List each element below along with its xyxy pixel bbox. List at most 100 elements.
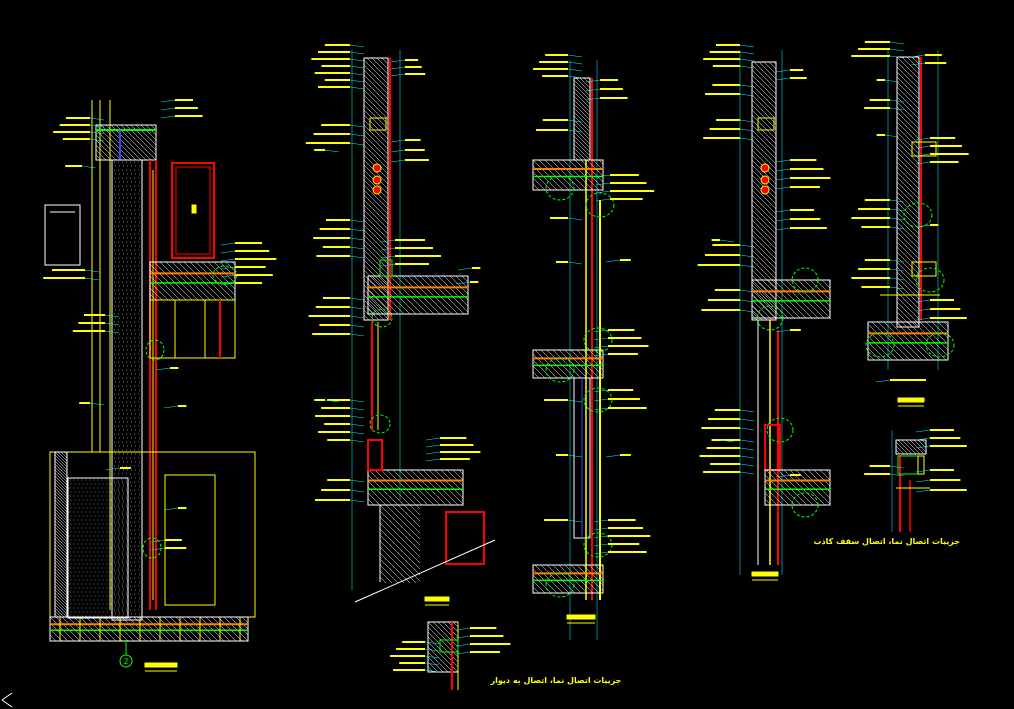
cad-dot (131, 397, 132, 399)
cad-dot (77, 527, 79, 529)
cad-dot (89, 503, 91, 505)
cad-dot (126, 241, 127, 243)
cad-line (231, 261, 236, 266)
cad-line (54, 607, 65, 618)
cad-line (532, 159, 564, 191)
cad-dot (135, 589, 136, 591)
cad-dot (114, 553, 115, 555)
cad-dot (115, 525, 116, 527)
cad-line (425, 444, 441, 448)
cad-dot (94, 587, 96, 589)
cad-line (739, 299, 755, 303)
cad-line (797, 279, 831, 313)
cad-dot (130, 561, 131, 563)
cad-dot (98, 483, 100, 485)
cad-line (801, 469, 831, 499)
cad-dot (125, 479, 127, 481)
cad-dot (130, 505, 131, 507)
cad-line (385, 504, 421, 540)
cad-dot (130, 321, 131, 323)
cad-dot (119, 221, 120, 223)
cad-dot (70, 499, 72, 501)
cad-dot (106, 555, 108, 557)
cad-rect (911, 141, 937, 157)
cad-line (911, 56, 920, 65)
cad-dot (139, 261, 140, 263)
cad-dot (115, 405, 116, 407)
cad-dot (139, 365, 140, 367)
cad-line (422, 469, 459, 506)
cad-line (404, 469, 441, 506)
cad-line (889, 107, 905, 111)
cad-line (751, 289, 777, 315)
cad-rect (111, 159, 143, 621)
cad-dot (123, 213, 124, 215)
cad-dot (74, 483, 76, 485)
cad-dot (114, 193, 115, 195)
cad-line (532, 580, 546, 594)
cad-dot (130, 297, 131, 299)
cad-dot (130, 521, 131, 523)
cad-dot (118, 209, 119, 211)
cad-dot (134, 241, 135, 243)
cad-dot (110, 603, 112, 605)
cad-dot (125, 487, 127, 489)
detail-callout-ellipse (371, 308, 393, 328)
cad-dot (77, 583, 79, 585)
cad-line (363, 249, 389, 275)
cad-line (910, 54, 926, 58)
cad-dot (118, 177, 119, 179)
cad-dot (131, 341, 132, 343)
cad-dot (139, 221, 140, 223)
caption-detail-wall: جزییات اتصال نما، اتصال به دیوار (490, 676, 622, 685)
cad-dot (131, 421, 132, 423)
cad-dot (131, 221, 132, 223)
cad-dot (122, 587, 124, 589)
cad-line (567, 129, 583, 133)
cad-dot (135, 445, 136, 447)
cad-dot (98, 515, 100, 517)
cad-rect (171, 162, 215, 259)
cad-dot (106, 595, 108, 597)
cad-dot (77, 511, 79, 513)
cad-dot (119, 461, 120, 463)
detail-callout-ellipse (583, 327, 613, 353)
cad-dot (118, 497, 119, 499)
cad-dot (138, 401, 139, 403)
cad-dot (134, 409, 135, 411)
cad-dot (127, 341, 128, 343)
cad-line (432, 621, 459, 648)
cad-line (363, 214, 389, 240)
cad-dot (117, 591, 119, 593)
cad-line (95, 134, 122, 161)
cad-dot (135, 269, 136, 271)
cad-dot (118, 313, 119, 315)
cad-dot (122, 193, 123, 195)
cad-dot (118, 521, 119, 523)
cad-dot (139, 413, 140, 415)
cad-dot (126, 513, 127, 515)
cad-dot (123, 277, 124, 279)
cad-dot (121, 551, 123, 553)
cad-dot (126, 611, 128, 613)
cad-line (54, 535, 68, 549)
cad-dot (114, 305, 115, 307)
cad-dot (122, 555, 124, 557)
cad-dot (134, 377, 135, 379)
cad-dot (115, 389, 116, 391)
cad-line (913, 321, 949, 357)
cad-line (896, 56, 920, 80)
cad-line (54, 604, 68, 618)
cad-dot (138, 265, 139, 267)
cad-dot (69, 591, 71, 593)
cad-dot (123, 549, 124, 551)
cad-rect (367, 439, 383, 471)
cad-dot (123, 189, 124, 191)
cad-line (374, 469, 411, 506)
cad-line (425, 437, 441, 441)
cad-dot (118, 449, 119, 451)
cad-dot (82, 563, 84, 565)
cad-dot (130, 401, 131, 403)
cad-line (751, 264, 777, 290)
